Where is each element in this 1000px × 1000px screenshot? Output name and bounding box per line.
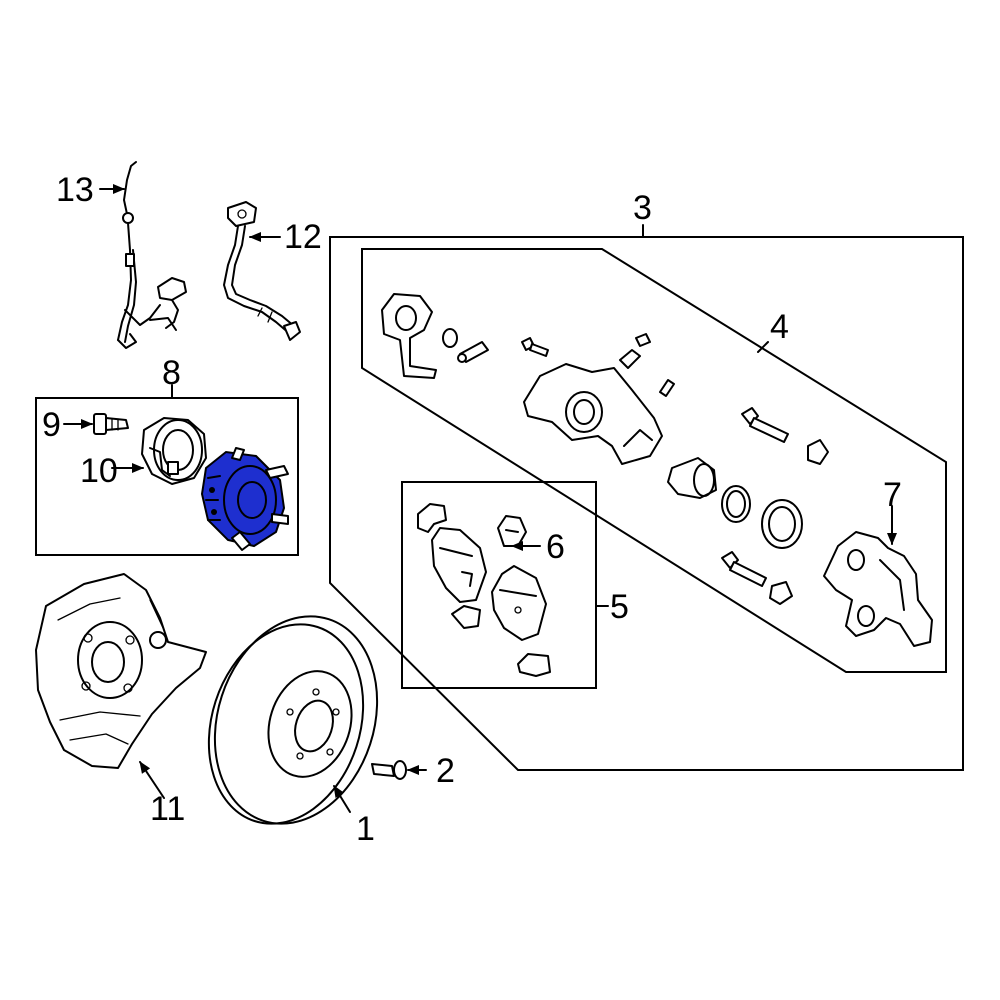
abs-sensor-wire	[99, 161, 187, 349]
callout-5: 5	[610, 588, 629, 626]
callout-13: 13	[56, 171, 94, 209]
wheel-hub-assembly	[200, 447, 289, 551]
callout-7: 7	[883, 476, 902, 514]
caliper-support	[823, 505, 933, 647]
hub-bracket	[111, 417, 207, 485]
caliper-subframe-4	[361, 248, 947, 673]
callout-4: 4	[770, 308, 789, 346]
callout-3: 3	[633, 189, 652, 227]
caliper-housing-parts	[381, 293, 829, 605]
callout-2: 2	[436, 752, 455, 790]
caliper-kit-frame-3	[329, 224, 964, 771]
callout-11: 11	[150, 790, 185, 828]
callout-12: 12	[284, 218, 322, 256]
rotor-screw	[371, 760, 427, 780]
callout-1: 1	[356, 810, 375, 848]
callout-9: 9	[42, 406, 61, 444]
hub-bolt	[63, 413, 129, 435]
pad-kit-frame-5	[401, 481, 609, 689]
dust-shield	[35, 573, 207, 799]
brake-rotor	[207, 615, 379, 825]
callout-8: 8	[162, 354, 181, 392]
brake-pads	[417, 503, 551, 677]
callout-10: 10	[80, 452, 118, 490]
callout-6: 6	[546, 528, 565, 566]
hub-group-frame-8	[35, 384, 299, 556]
brake-hose	[223, 201, 301, 341]
pad-clip	[497, 515, 541, 551]
